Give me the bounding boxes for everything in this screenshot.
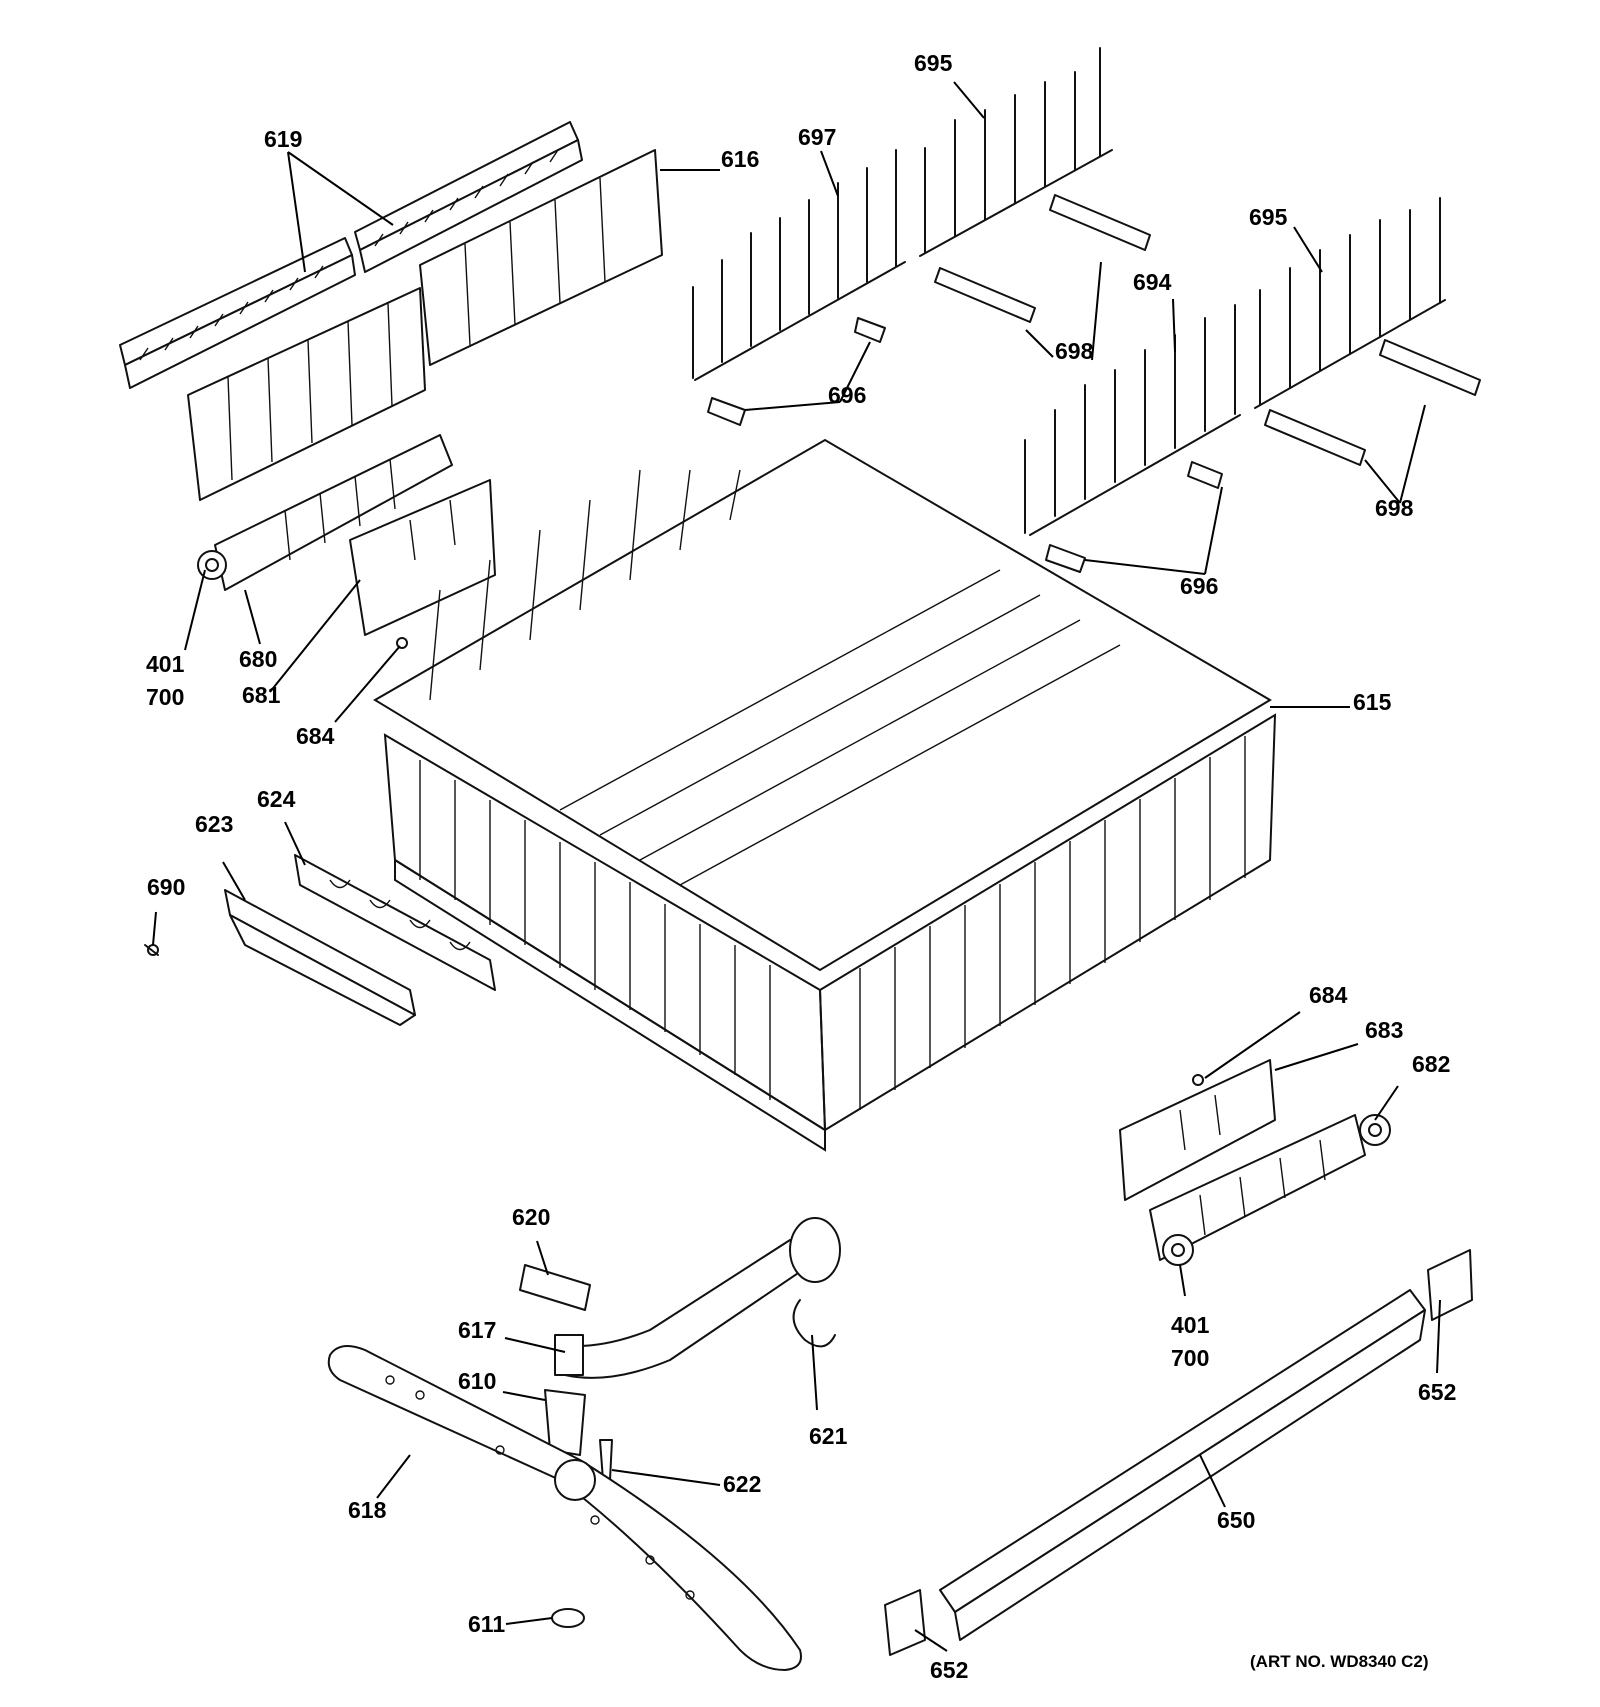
- label-611: 611: [468, 1611, 505, 1637]
- label-401: 401: [1171, 1312, 1210, 1338]
- label-697: 697: [798, 124, 836, 150]
- part-694-tine-row: [1024, 304, 1241, 536]
- part-617-feed-tube: [554, 1217, 841, 1379]
- label-615: 615: [1353, 689, 1392, 715]
- label-684: 684: [296, 723, 335, 749]
- label-696: 696: [1180, 573, 1218, 599]
- part-698-clip-lower: [1264, 339, 1481, 466]
- label-681: 681: [242, 682, 281, 708]
- label-696: 696: [828, 382, 866, 408]
- label-618: 618: [348, 1497, 387, 1523]
- part-619-clip-strip-left: [119, 237, 356, 389]
- part-683-bracket-right: [1119, 1059, 1276, 1201]
- label-610: 610: [458, 1368, 496, 1394]
- label-652: 652: [930, 1657, 968, 1683]
- part-652-end-cap-left: [884, 1589, 926, 1656]
- part-695-tine-row-upper: [919, 47, 1113, 257]
- part-684-screw-right: [1192, 1074, 1204, 1086]
- label-698: 698: [1375, 495, 1414, 521]
- label-680: 680: [239, 646, 277, 672]
- label-683: 683: [1365, 1017, 1403, 1043]
- part-696-clip-upper: [707, 317, 886, 426]
- label-624: 624: [257, 786, 296, 812]
- label-623: 623: [195, 811, 233, 837]
- part-684-screw-left: [396, 637, 408, 649]
- art-number: (ART NO. WD8340 C2): [1250, 1652, 1429, 1671]
- part-620-cap: [519, 1264, 591, 1311]
- label-698: 698: [1055, 338, 1094, 364]
- part-681-bracket-left: [349, 479, 496, 636]
- part-616-cup-shelf: [187, 149, 663, 501]
- part-682-roller-right: [1359, 1114, 1391, 1146]
- part-610-bearing-bracket: [544, 1389, 586, 1456]
- leader-lines: [152, 81, 1441, 1652]
- label-700: 700: [1171, 1345, 1209, 1371]
- label-401: 401: [146, 651, 185, 677]
- part-652-end-cap-right: [1427, 1249, 1473, 1321]
- part-401-700-roller-left: [197, 550, 227, 580]
- label-695: 695: [914, 50, 953, 76]
- part-619-clip-strip-right: [354, 121, 583, 273]
- part-618-spray-arm: [327, 1345, 802, 1671]
- label-622: 622: [723, 1471, 761, 1497]
- part-690-screw: [144, 944, 159, 956]
- label-616: 616: [721, 146, 759, 172]
- label-682: 682: [1412, 1051, 1450, 1077]
- part-labels: 619 616 697 695 698 696 695 694 698 696 …: [146, 50, 1456, 1683]
- part-696-clip-lower: [1045, 461, 1223, 573]
- part-698-clip-upper: [934, 194, 1151, 323]
- label-650: 650: [1217, 1507, 1255, 1533]
- label-652: 652: [1418, 1379, 1456, 1405]
- label-690: 690: [147, 874, 185, 900]
- part-401-700-roller-right: [1162, 1234, 1194, 1266]
- part-621-hose-clamp: [792, 1299, 836, 1348]
- part-611-spray-arm-nut: [551, 1608, 585, 1628]
- part-623-rack-clip: [224, 889, 416, 1026]
- part-624-rack-stop: [294, 854, 496, 991]
- label-700: 700: [146, 684, 184, 710]
- label-620: 620: [512, 1204, 550, 1230]
- part-682-rack-rail-right: [1149, 1114, 1366, 1261]
- label-695: 695: [1249, 204, 1288, 230]
- label-617: 617: [458, 1317, 496, 1343]
- part-650-slide-rail: [939, 1289, 1426, 1641]
- label-684: 684: [1309, 982, 1348, 1008]
- label-694: 694: [1133, 269, 1172, 295]
- label-619: 619: [264, 126, 302, 152]
- part-615-upper-rack-basket: [373, 438, 1277, 1152]
- part-695-tine-row-lower: [1254, 197, 1446, 409]
- part-697-tine-row: [692, 149, 906, 381]
- label-621: 621: [809, 1423, 848, 1449]
